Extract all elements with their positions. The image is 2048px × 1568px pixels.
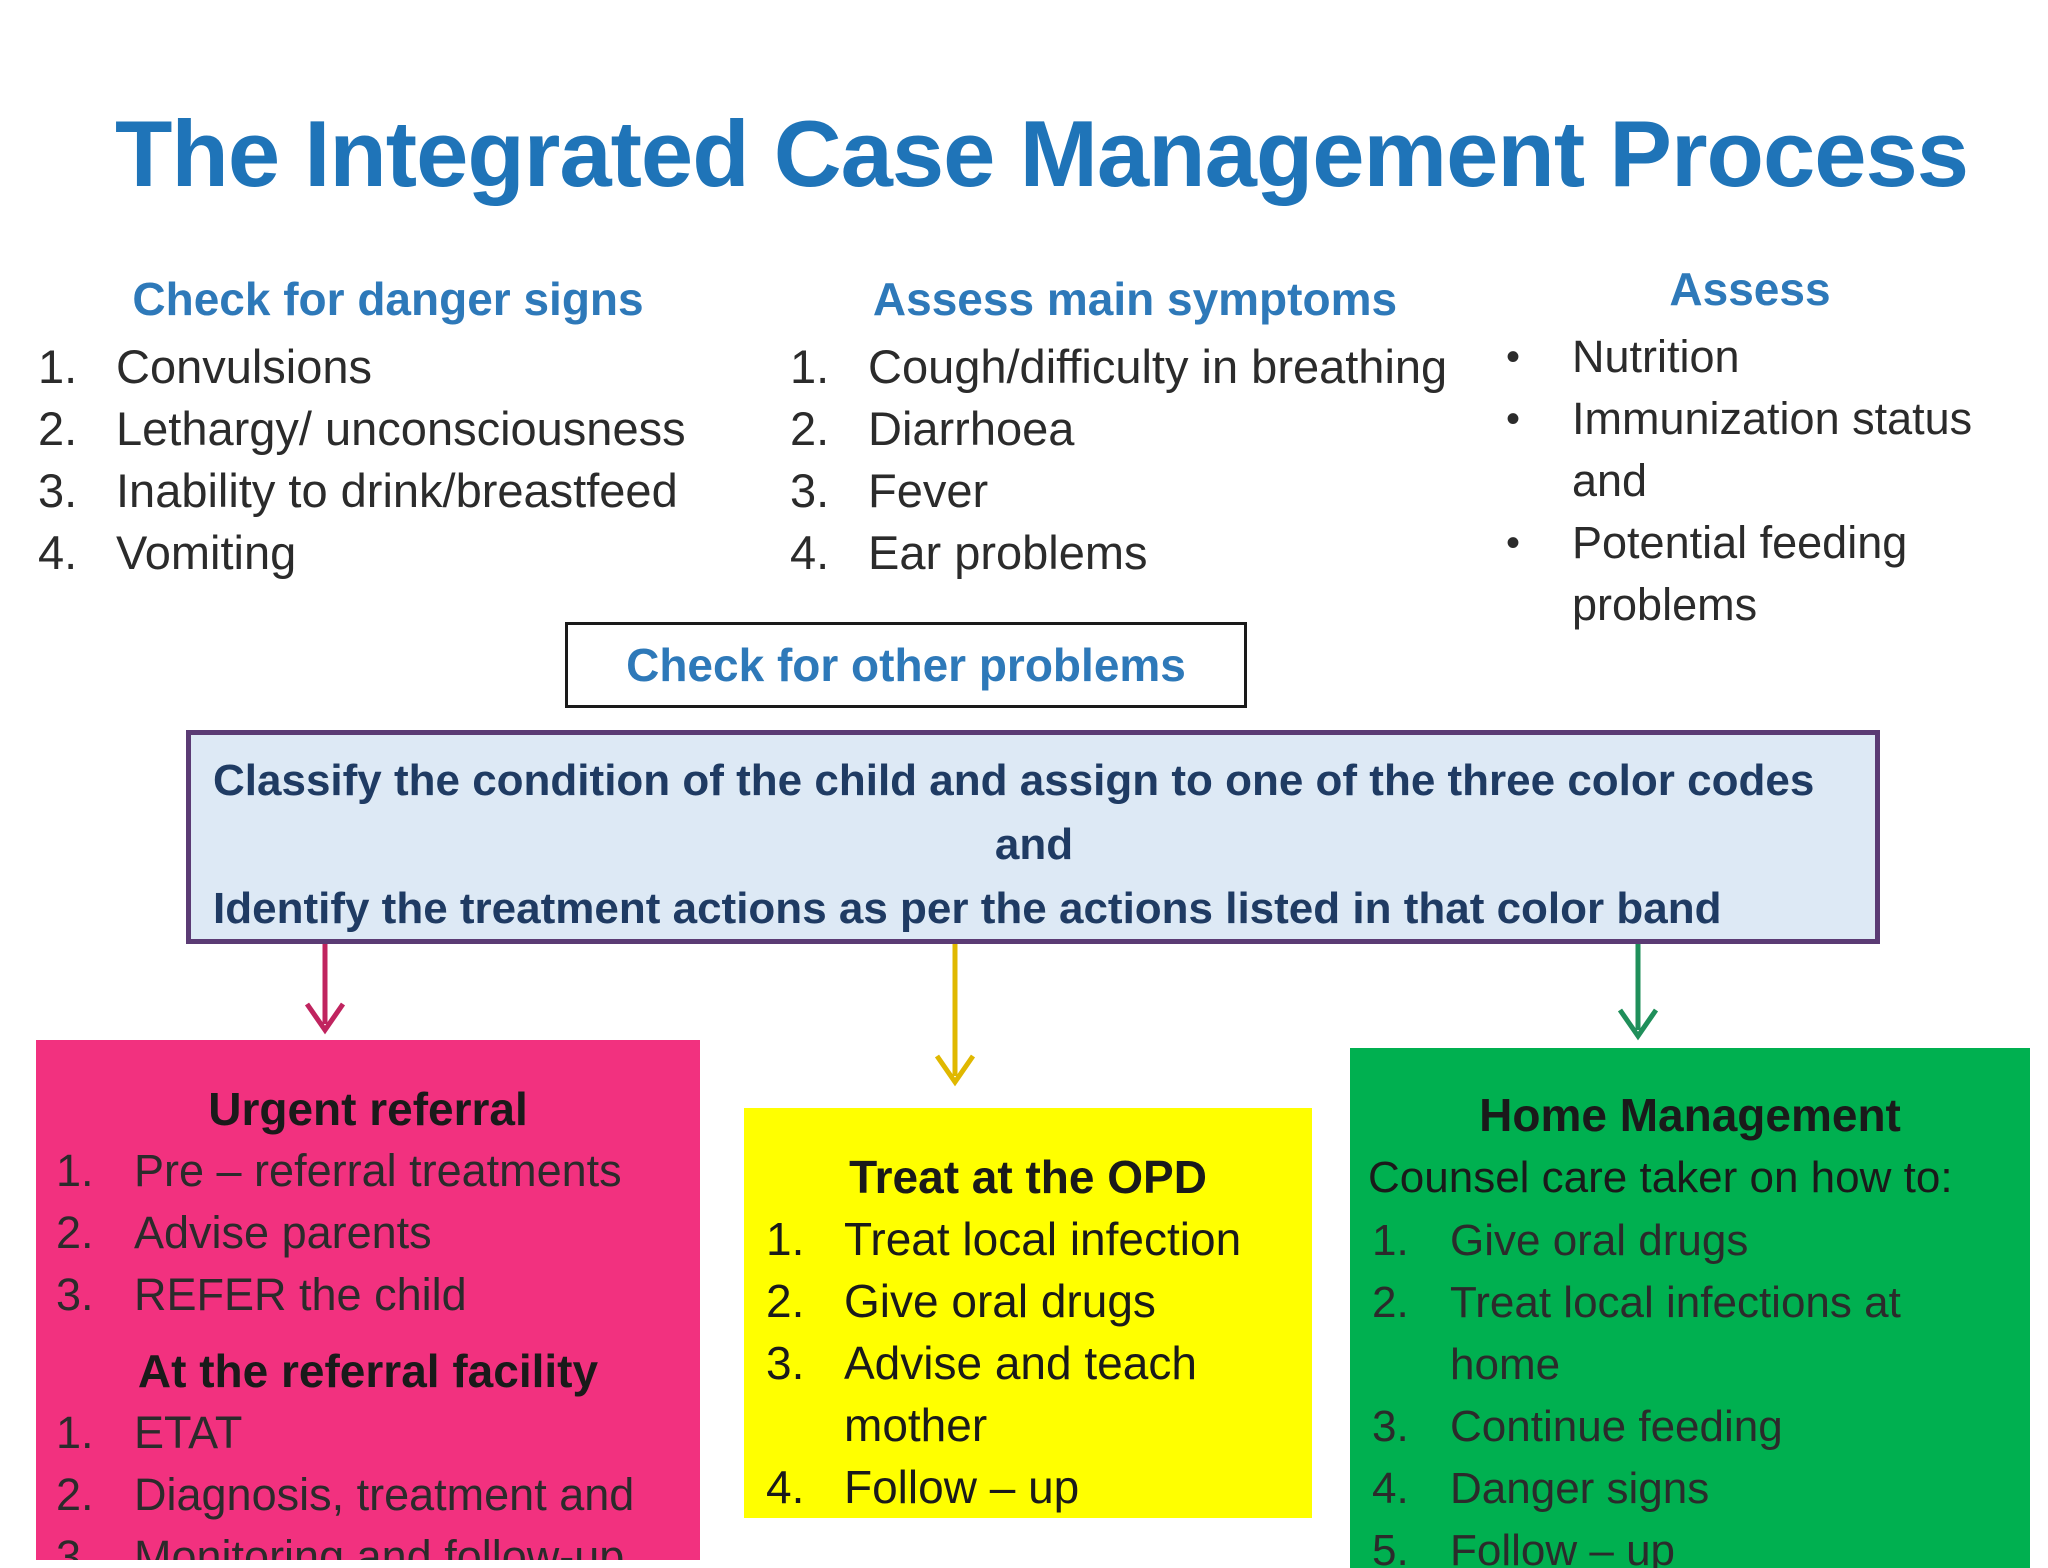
connector-arrows xyxy=(304,944,1659,1087)
urgent-referral-heading: Urgent referral xyxy=(208,1083,528,1135)
classify-box: Classify the condition of the child and … xyxy=(186,730,1880,944)
list-item: 2.Lethargy/ unconsciousness xyxy=(38,402,686,455)
home-management-intro: Counsel care taker on how to: xyxy=(1368,1153,1953,1202)
other-problems-box: Check for other problems xyxy=(565,622,1247,708)
list-item: 1.Convulsions xyxy=(38,340,373,393)
main-symptoms-column: Assess main symptoms 1.Cough/difficulty … xyxy=(790,272,1480,584)
classify-line-2: and xyxy=(994,820,1074,869)
list-item: 5.Follow – up xyxy=(1372,1526,1676,1568)
classify-line-1: Classify the condition of the child and … xyxy=(213,756,1815,805)
assess-heading: Assess xyxy=(1669,263,1831,315)
danger-signs-list: 1.Convulsions 2.Lethargy/ unconsciousnes… xyxy=(38,336,768,584)
list-item: 1.ETAT xyxy=(56,1407,243,1458)
list-item: 3.Continue feeding xyxy=(1372,1402,1783,1451)
referral-facility-list: 1.ETAT 2.Diagnosis, treatment and 3.Moni… xyxy=(36,1402,700,1560)
list-item: 2.Give oral drugs xyxy=(766,1275,1156,1327)
list-item: 4.Ear problems xyxy=(790,526,1148,579)
list-item: 4.Vomiting xyxy=(38,526,297,579)
list-item: 2.Diarrhoea xyxy=(790,402,1075,455)
urgent-referral-panel: Urgent referral 1.Pre – referral treatme… xyxy=(36,1040,700,1560)
treat-opd-panel: Treat at the OPD 1.Treat local infection… xyxy=(744,1108,1312,1518)
page-title: The Integrated Case Management Process xyxy=(115,101,1969,206)
arrow-to-urgent-referral xyxy=(304,944,346,1035)
main-symptoms-list: 1.Cough/difficulty in breathing 2.Diarrh… xyxy=(790,336,1480,584)
treat-opd-list: 1.Treat local infection 2.Give oral drug… xyxy=(744,1208,1312,1518)
list-item: •Nutrition xyxy=(1506,331,1740,382)
home-management-heading: Home Management xyxy=(1479,1089,1901,1141)
classify-line-3: Identify the treatment actions as per th… xyxy=(213,884,1722,933)
urgent-referral-list: 1.Pre – referral treatments 2.Advise par… xyxy=(36,1140,700,1326)
referral-facility-heading: At the referral facility xyxy=(137,1345,599,1397)
home-management-panel: Home Management Counsel care taker on ho… xyxy=(1350,1048,2030,1568)
list-item: 2.Diagnosis, treatment and xyxy=(56,1469,635,1520)
list-item: 4.Follow – up xyxy=(766,1461,1080,1513)
list-item: 3.Inability to drink/breastfeed xyxy=(38,464,678,517)
home-management-list: 1.Give oral drugs 2.Treat local infectio… xyxy=(1350,1210,2030,1568)
list-item: 3.REFER the child xyxy=(56,1269,467,1320)
list-item: 1.Cough/difficulty in breathing xyxy=(790,340,1448,393)
list-item: 1.Pre – referral treatments xyxy=(56,1145,622,1196)
treat-opd-heading: Treat at the OPD xyxy=(849,1151,1207,1203)
list-item: 4.Danger signs xyxy=(1372,1464,1710,1513)
list-item: 1.Treat local infection xyxy=(766,1213,1242,1265)
arrow-to-home-management xyxy=(1617,944,1659,1041)
list-item: 3.Fever xyxy=(790,464,989,517)
arrow-to-treat-opd xyxy=(934,944,976,1087)
list-item: 3.Monitoring and follow-up xyxy=(56,1531,625,1560)
danger-signs-heading: Check for danger signs xyxy=(132,273,644,325)
main-symptoms-heading: Assess main symptoms xyxy=(872,273,1398,325)
list-item: 1.Give oral drugs xyxy=(1372,1216,1749,1265)
list-item: 2.Advise parents xyxy=(56,1207,432,1258)
danger-signs-column: Check for danger signs 1.Convulsions 2.L… xyxy=(38,272,768,584)
